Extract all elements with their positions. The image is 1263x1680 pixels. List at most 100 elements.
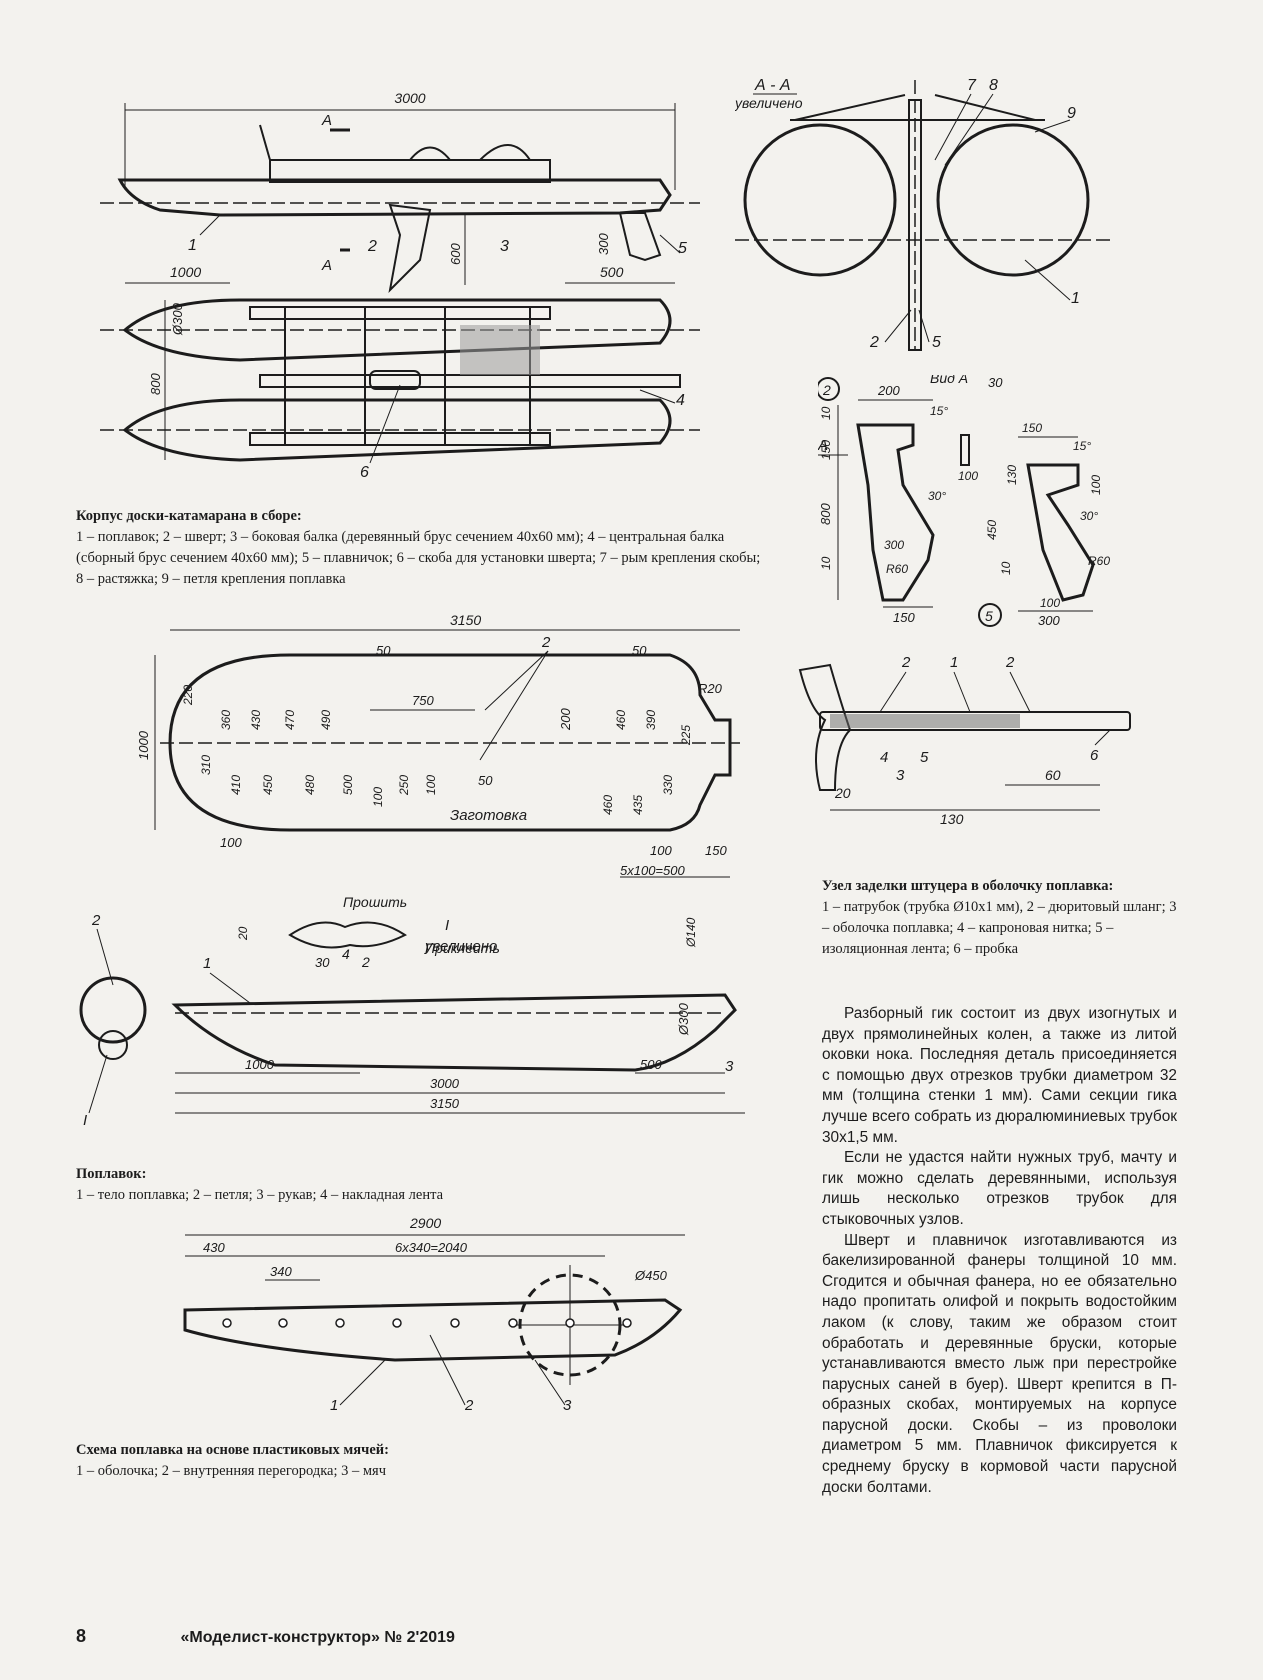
fitting-node-drawing: 2 1 2 4 5 3 6 60 20 130: [790, 650, 1170, 825]
dim-1000: 1000: [170, 264, 201, 280]
caption-fitting-title: Узел заделки штуцера в оболочку поплавка…: [822, 878, 1114, 894]
label-float-body: 1: [203, 955, 211, 972]
caption-ball-float-title: Схема поплавка на основе пластиковых мяч…: [76, 1442, 389, 1458]
dim-50-small: 50: [478, 773, 493, 788]
dim-10-bottom: 10: [819, 556, 833, 570]
dim-435: 435: [631, 795, 645, 815]
journal-name: «Моделист-конструктор» № 2'2019: [180, 1629, 455, 1646]
dim-200: 200: [877, 383, 900, 398]
caption-assembly-text: 1 – поплавок; 2 – шверт; 3 – боковая бал…: [76, 529, 761, 587]
label-hose-right: 2: [1005, 654, 1015, 671]
section-mark-bottom: A: [321, 257, 332, 274]
dim-310: 310: [199, 755, 213, 775]
caption-ball-float: Схема поплавка на основе пластиковых мяч…: [76, 1440, 766, 1482]
section-a-a-drawing: А - А увеличено 7 8 9 1 2 5: [735, 70, 1115, 370]
dim-10-top: 10: [819, 406, 833, 420]
dim-30deg-fin: 30°: [1080, 509, 1098, 523]
dim-6x340: 6х340=2040: [395, 1240, 468, 1255]
body-paragraph-3: Шверт и плавничок изготавливаются из бак…: [822, 1231, 1177, 1496]
caption-ball-float-text: 1 – оболочка; 2 – внутренняя перегородка…: [76, 1463, 387, 1479]
dim-460-bottom: 460: [601, 795, 615, 815]
dim-500-float: 500: [640, 1057, 662, 1072]
dim-diameter-300-float: Ø300: [676, 1002, 691, 1036]
ball-float-drawing: 2900 430 6х340=2040 340 Ø450 1 2 3: [175, 1210, 735, 1425]
dim-20: 20: [834, 785, 851, 801]
dim-15deg: 15°: [930, 404, 948, 418]
label-tape: 5: [920, 749, 929, 766]
dim-470: 470: [283, 710, 297, 730]
detail-i-label: I: [445, 917, 449, 934]
label-loop-detail: 2: [361, 954, 370, 970]
dim-390: 390: [644, 710, 658, 730]
label-ball: 3: [563, 1397, 572, 1414]
dim-220: 220: [181, 685, 195, 706]
dim-50-right: 50: [632, 643, 647, 658]
dim-3000-float: 3000: [430, 1076, 460, 1091]
label-shell-balls: 1: [330, 1397, 338, 1414]
dim-1000-float: 1000: [245, 1057, 275, 1072]
page-footer: 8 «Моделист-конструктор» № 2'2019: [76, 1626, 455, 1647]
label-pipe: 1: [950, 654, 958, 671]
dim-100-b: 100: [424, 775, 438, 795]
detail-circle-2: 2: [822, 382, 831, 398]
dim-10-fin: 10: [999, 561, 1013, 575]
dim-130: 130: [940, 811, 964, 825]
label-float-section: 1: [1071, 290, 1080, 307]
label-tape-detail: 4: [342, 946, 350, 962]
dim-30-detail: 30: [315, 955, 330, 970]
dim-430-balls: 430: [203, 1240, 225, 1255]
dim-800-dagger: 800: [818, 503, 833, 525]
dim-450-fin: 450: [985, 520, 999, 540]
dim-50-left: 50: [376, 643, 391, 658]
article-body: Разборный гик состоит из двух изогнутых …: [822, 1004, 1177, 1498]
caption-float: Поплавок: 1 – тело поплавка; 2 – петля; …: [76, 1164, 766, 1206]
dim-20-detail: 20: [236, 926, 250, 941]
float-drawing: Прошить I увеличено 20 30 4 2 Приклеить …: [75, 895, 765, 1160]
label-ring: 7: [967, 77, 977, 94]
dim-250: 250: [397, 775, 411, 796]
label-hose-left: 2: [901, 654, 911, 671]
label-brace: 8: [989, 77, 998, 94]
section-subtitle: увеличено: [735, 95, 803, 111]
dim-60: 60: [1045, 767, 1061, 783]
label-central-beam: 4: [676, 392, 685, 409]
dim-3150-float: 3150: [430, 1096, 460, 1111]
label-thread: 4: [880, 749, 888, 766]
dim-diameter-300: Ø300: [170, 302, 185, 336]
dim-1000-blank: 1000: [136, 730, 151, 760]
dim-100-fin: 100: [1089, 475, 1103, 495]
caption-float-title: Поплавок:: [76, 1166, 147, 1182]
enlarged-label: увеличено: [424, 938, 497, 955]
view-a-label: Вид А: [930, 375, 968, 386]
dim-3150-blank: 3150: [450, 615, 481, 628]
dim-330: 330: [661, 775, 675, 795]
dim-750: 750: [412, 693, 434, 708]
dim-600: 600: [448, 243, 463, 265]
label-loop-section: 2: [91, 912, 101, 929]
dim-500-blank: 500: [341, 775, 355, 795]
dim-225: 225: [679, 725, 693, 746]
dim-800: 800: [148, 373, 163, 395]
dim-150-vert: 150: [819, 440, 833, 460]
view-direction-a: А: [818, 437, 828, 454]
caption-fitting-text: 1 – патрубок (трубка Ø10х1 мм), 2 – дюри…: [822, 899, 1177, 957]
dim-100-a: 100: [371, 787, 385, 807]
body-paragraph-2: Если не удастся найти нужных труб, мачту…: [822, 1149, 1177, 1228]
label-loops-blank: 2: [541, 634, 551, 651]
dim-500: 500: [600, 264, 624, 280]
label-partition: 2: [464, 1397, 474, 1414]
dim-100-dagger: 100: [958, 469, 978, 483]
label-side-beam: 3: [500, 238, 509, 255]
section-title: А - А: [754, 77, 791, 94]
dim-300-dagger: 300: [884, 538, 904, 552]
dim-480: 480: [303, 775, 317, 795]
dim-15deg-fin: 15°: [1073, 439, 1091, 453]
catamaran-assembly-drawing: 3000 A A 1 2 3 5 600 300 1000 500 Ø300 8…: [100, 85, 720, 495]
caption-float-text: 1 – тело поплавка; 2 – петля; 3 – рукав;…: [76, 1187, 444, 1203]
dim-30deg-dagger: 30°: [928, 489, 946, 503]
caption-assembly-title: Корпус доски-катамарана в сборе:: [76, 508, 302, 524]
dim-490: 490: [319, 710, 333, 730]
label-fin-section: 5: [932, 334, 941, 351]
dim-300-fin: 300: [596, 233, 611, 255]
dim-340: 340: [270, 1264, 292, 1279]
